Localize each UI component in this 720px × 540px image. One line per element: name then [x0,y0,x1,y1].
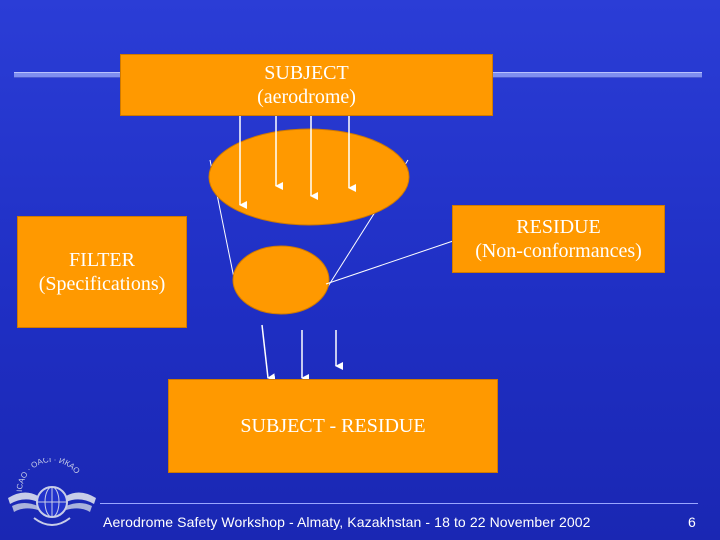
subject-box-title: SUBJECT [264,62,349,84]
icao-emblem-icon: ICAO · OACI · ИКАО [8,458,96,526]
upper-ellipse [208,128,410,226]
residue-leader-line [325,239,457,285]
subject-box: SUBJECT (aerodrome) [120,54,493,116]
page-number: 6 [688,514,696,530]
arrow-5 [261,324,276,382]
footer-rule [100,503,698,504]
residue-box-title: RESIDUE [516,216,601,238]
filter-box-subtitle: (Specifications) [38,273,166,295]
result-box-label: SUBJECT - RESIDUE [240,415,426,437]
filter-box-title: FILTER [69,249,135,271]
lower-ellipse [232,245,330,315]
residue-box: RESIDUE (Non-conformances) [452,205,665,273]
footer-text: Aerodrome Safety Workshop - Almaty, Kaza… [103,514,591,530]
residue-box-subtitle: (Non-conformances) [475,240,642,262]
filter-box: FILTER (Specifications) [17,216,187,328]
result-box: SUBJECT - RESIDUE [168,379,498,473]
subject-box-subtitle: (aerodrome) [257,86,356,108]
